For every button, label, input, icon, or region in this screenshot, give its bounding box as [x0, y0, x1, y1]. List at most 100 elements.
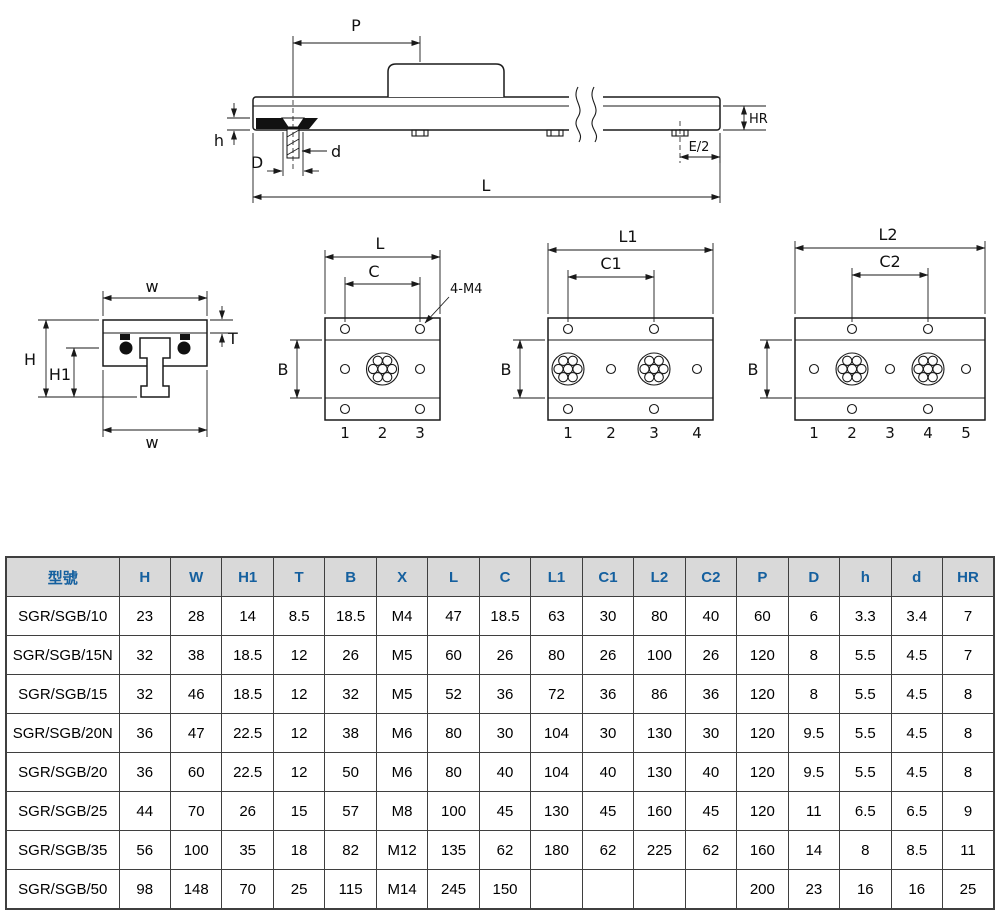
dim-label-view3-length: L2 — [878, 225, 897, 244]
hole-number: 5 — [961, 424, 971, 442]
value-cell: 4.5 — [890, 713, 944, 753]
value-cell: 35 — [221, 830, 274, 870]
ball-cluster — [911, 352, 945, 386]
value-cell: 120 — [736, 791, 789, 831]
value-cell: 57 — [324, 791, 377, 831]
mounting-holes — [808, 323, 972, 415]
dim-label-p: P — [351, 16, 361, 35]
value-cell: 45 — [581, 791, 635, 831]
value-cell: 62 — [684, 830, 738, 870]
value-cell: 120 — [736, 752, 789, 792]
value-cell: 80 — [427, 752, 480, 792]
column-header: h — [839, 556, 892, 597]
value-cell: 62 — [581, 830, 635, 870]
value-cell: 120 — [736, 713, 789, 753]
column-header: P — [736, 556, 789, 597]
value-cell: 245 — [427, 869, 480, 910]
value-cell: 30 — [478, 713, 532, 753]
value-cell: 14 — [221, 596, 274, 636]
value-cell: M6 — [375, 713, 429, 753]
column-header: C2 — [684, 556, 738, 597]
value-cell: 26 — [684, 635, 738, 675]
value-cell: 7 — [942, 635, 995, 675]
roller-right — [177, 341, 191, 355]
model-cell: SGR/SGB/10 — [5, 596, 120, 636]
dim-label-l: L — [482, 176, 491, 195]
column-header: T — [272, 556, 326, 597]
value-cell: 115 — [324, 869, 377, 910]
value-cell: 120 — [736, 635, 789, 675]
value-cell: 8.5 — [890, 830, 944, 870]
value-cell: 40 — [684, 752, 738, 792]
hole-number: 2 — [378, 424, 388, 442]
value-cell: 11 — [942, 830, 995, 870]
dim-label-d-shank: d — [331, 142, 341, 161]
dim-label-w-top: w — [145, 277, 158, 296]
column-header: C — [478, 556, 532, 597]
value-cell: 63 — [530, 596, 583, 636]
value-cell: 22.5 — [221, 752, 274, 792]
hole-number: 1 — [809, 424, 819, 442]
column-header: W — [169, 556, 223, 597]
value-cell: M12 — [375, 830, 429, 870]
value-cell: 11 — [787, 791, 841, 831]
value-cell: 16 — [839, 869, 892, 910]
value-cell: 180 — [530, 830, 583, 870]
ball-cluster — [551, 352, 585, 386]
value-cell: 52 — [427, 674, 480, 714]
model-cell: SGR/SGB/50 — [5, 869, 120, 910]
value-cell: 23 — [787, 869, 841, 910]
break-marks — [569, 86, 603, 143]
value-cell: 56 — [118, 830, 171, 870]
value-cell: 18.5 — [221, 635, 274, 675]
top-view-2: L1 C1 B 1 2 3 4 — [501, 227, 714, 442]
value-cell: 9.5 — [787, 713, 841, 753]
value-cell: 8 — [839, 830, 892, 870]
value-cell: 18.5 — [221, 674, 274, 714]
countersunk-screw-section — [256, 100, 318, 170]
column-header: d — [890, 556, 944, 597]
model-cell: SGR/SGB/20 — [5, 752, 120, 792]
value-cell: 32 — [324, 674, 377, 714]
mounting-screws — [411, 129, 689, 137]
value-cell: 38 — [324, 713, 377, 753]
value-cell: 45 — [684, 791, 738, 831]
value-cell: 6 — [787, 596, 841, 636]
value-cell: 8 — [942, 713, 995, 753]
value-cell: 30 — [684, 713, 738, 753]
value-cell: 36 — [684, 674, 738, 714]
hole-number: 3 — [415, 424, 425, 442]
value-cell: 72 — [530, 674, 583, 714]
value-cell: 60 — [169, 752, 223, 792]
value-cell: 26 — [581, 635, 635, 675]
value-cell: 23 — [118, 596, 171, 636]
value-cell: 135 — [427, 830, 480, 870]
value-cell — [633, 869, 686, 910]
value-cell: 12 — [272, 674, 326, 714]
ball-cluster — [835, 352, 869, 386]
mounting-holes — [562, 323, 703, 415]
column-header: H — [118, 556, 171, 597]
value-cell: 225 — [633, 830, 686, 870]
value-cell: 45 — [478, 791, 532, 831]
value-cell: 8 — [787, 674, 841, 714]
dim-label-view3-pitch: C2 — [879, 252, 900, 271]
value-cell: 12 — [272, 635, 326, 675]
value-cell: 15 — [272, 791, 326, 831]
hole-number: 1 — [340, 424, 350, 442]
ball-cluster — [365, 352, 400, 386]
value-cell: 130 — [633, 752, 686, 792]
value-cell: 4.5 — [890, 635, 944, 675]
model-cell: SGR/SGB/20N — [5, 713, 120, 753]
value-cell: 8.5 — [272, 596, 326, 636]
dim-label-T: T — [227, 329, 238, 348]
value-cell: 100 — [427, 791, 480, 831]
value-cell: 120 — [736, 674, 789, 714]
hole-number: 2 — [847, 424, 857, 442]
